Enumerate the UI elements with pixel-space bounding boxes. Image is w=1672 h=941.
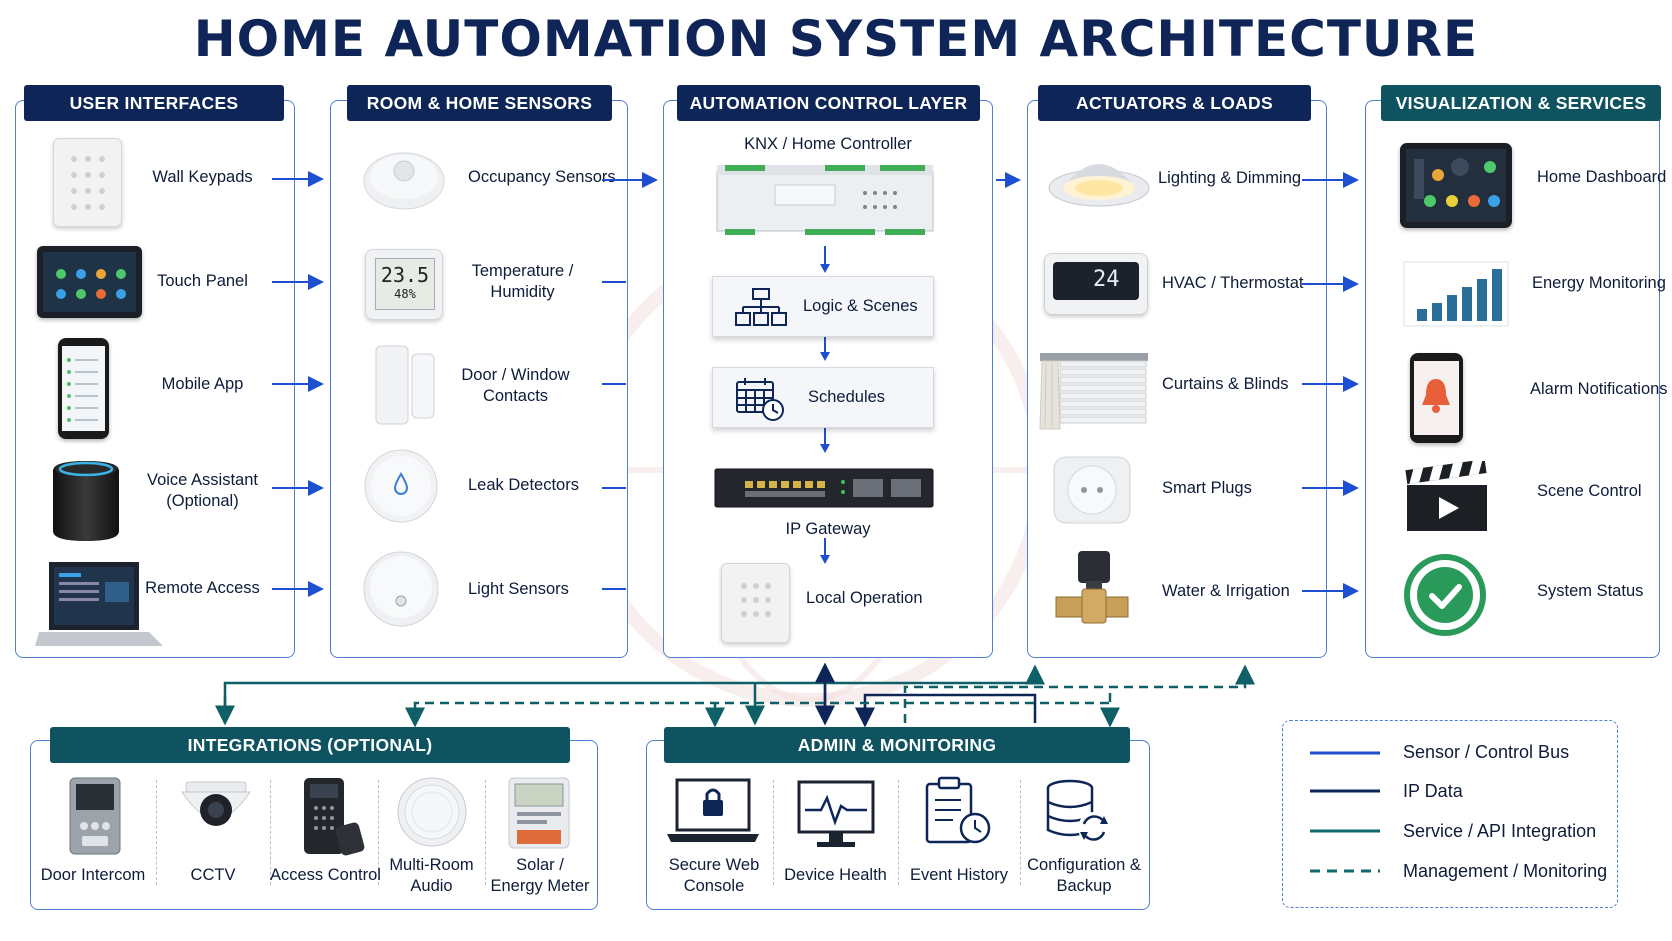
clipboard-clock-icon — [925, 776, 991, 844]
integrations-divider — [485, 780, 486, 885]
local-operation-label: Local Operation — [806, 589, 923, 607]
bottom-connector-lines — [215, 662, 1255, 728]
door-contact-icon — [375, 345, 435, 425]
service-item-label-energy: Energy Monitoring — [1532, 274, 1666, 292]
ceiling-speaker-icon — [397, 777, 467, 847]
touch-panel-icon — [37, 246, 142, 318]
ip-gateway-label: IP Gateway — [785, 520, 871, 538]
check-circle-icon — [1404, 554, 1486, 636]
schedules-label: Schedules — [808, 388, 886, 406]
sensor-item-label-light: Light Sensors — [468, 580, 569, 598]
actuator-item-label-hvac: HVAC / Thermostat — [1162, 274, 1304, 292]
admin-divider — [773, 780, 774, 885]
sensor-item-label-door-window: Door / Window Contacts — [461, 366, 570, 405]
service-item-label-scene: Scene Control — [1537, 482, 1642, 500]
integration-item-label-access: Access Control — [270, 866, 381, 884]
control-flow-arrows — [820, 246, 830, 564]
tablet-dashboard-icon — [1400, 143, 1512, 228]
user-interfaces-header: USER INTERFACES — [24, 85, 284, 121]
bar-chart-icon — [1403, 261, 1509, 327]
network-switch-icon — [714, 468, 934, 508]
thermostat-icon: 24 — [1044, 253, 1148, 315]
legend-label-service-api: Service / API Integration — [1403, 821, 1597, 841]
actuators-header: ACTUATORS & LOADS — [1038, 85, 1311, 121]
legend-label-control-bus: Sensor / Control Bus — [1403, 742, 1570, 762]
admin-item-label-web-console: Secure Web Console — [668, 856, 760, 895]
thermometer-display-icon: 23.5 48% — [365, 249, 443, 320]
legend-label-ip-data: IP Data — [1403, 781, 1463, 801]
admin-divider — [898, 780, 899, 885]
controller-label: KNX / Home Controller — [744, 135, 912, 153]
leak-detector-icon — [364, 449, 438, 523]
admin-item-label-event-history: Event History — [909, 866, 1009, 884]
actuator-item-label-smart-plugs: Smart Plugs — [1162, 479, 1252, 497]
admin-divider — [1020, 780, 1021, 885]
integrations-header: INTEGRATIONS (OPTIONAL) — [50, 727, 570, 763]
legend: Sensor / Control Bus IP Data Service / A… — [1282, 720, 1618, 908]
light-sensor-icon — [363, 551, 439, 627]
calendar-clock-icon — [736, 378, 784, 421]
sensor-item-label-occupancy: Occupancy Sensors — [468, 168, 616, 186]
laptop-lock-icon — [667, 778, 759, 842]
monitor-pulse-icon — [797, 780, 875, 847]
admin-item-label-config-backup: Configuration & Backup — [1027, 856, 1141, 895]
energy-meter-icon — [508, 777, 570, 849]
thermostat-readout: 24 — [1093, 267, 1120, 292]
admin-monitoring-header: ADMIN & MONITORING — [664, 727, 1130, 763]
ui-item-label-voice-assistant: Voice Assistant (Optional) — [147, 471, 258, 510]
humidity-readout: 48% — [394, 287, 416, 301]
service-item-label-alarm: Alarm Notifications — [1530, 380, 1668, 398]
flowchart-icon — [735, 288, 787, 326]
services-header: VISUALIZATION & SERVICES — [1381, 85, 1661, 121]
service-item-label-status: System Status — [1537, 582, 1644, 600]
integration-item-label-energy-meter: Solar / Energy Meter — [490, 856, 590, 895]
integration-item-label-cctv: CCTV — [190, 866, 236, 884]
database-sync-icon — [1046, 779, 1110, 844]
intercom-icon — [69, 777, 121, 855]
actuator-item-label-lighting: Lighting & Dimming — [1158, 169, 1302, 187]
control-layer-header: AUTOMATION CONTROL LAYER — [677, 85, 980, 121]
page-title: HOME AUTOMATION SYSTEM ARCHITECTURE — [193, 10, 1479, 68]
actuator-item-label-water: Water & Irrigation — [1162, 582, 1290, 600]
smart-plug-icon — [1053, 456, 1131, 524]
integrations-divider — [378, 780, 379, 885]
integrations-divider — [156, 780, 157, 885]
legend-swatches — [1310, 751, 1380, 873]
laptop-icon — [35, 558, 165, 650]
bell-phone-icon — [1410, 353, 1463, 443]
ui-item-label-mobile-app: Mobile App — [161, 375, 244, 393]
blinds-icon — [1039, 353, 1148, 430]
occupancy-sensor-icon — [363, 152, 445, 210]
integrations-divider — [270, 780, 271, 885]
integration-item-label-audio: Multi-Room Audio — [389, 856, 474, 895]
schedules-box: Schedules — [712, 367, 934, 428]
keypad-icon — [53, 138, 122, 227]
service-item-label-dashboard: Home Dashboard — [1537, 168, 1667, 186]
logic-scenes-box: Logic & Scenes — [712, 276, 934, 337]
ui-item-label-wall-keypads: Wall Keypads — [152, 168, 253, 186]
actuator-item-label-curtains: Curtains & Blinds — [1162, 375, 1289, 393]
admin-item-label-device-health: Device Health — [784, 866, 887, 884]
ui-item-label-remote-access: Remote Access — [145, 579, 260, 597]
local-keypad-icon — [721, 563, 790, 643]
ui-item-label-touch-panel: Touch Panel — [157, 272, 248, 290]
access-reader-icon — [304, 778, 365, 856]
logic-scenes-label: Logic & Scenes — [803, 297, 918, 315]
integration-item-label-intercom: Door Intercom — [40, 866, 146, 884]
cctv-dome-icon — [181, 781, 251, 826]
sensor-item-label-leak: Leak Detectors — [468, 476, 579, 494]
sensor-item-label-temperature: Temperature / Humidity — [471, 262, 574, 301]
downlight-icon — [1048, 164, 1150, 207]
knx-controller-icon — [716, 165, 934, 235]
sensors-header: ROOM & HOME SENSORS — [347, 85, 612, 121]
legend-label-management: Management / Monitoring — [1403, 861, 1608, 881]
smart-speaker-icon — [51, 457, 121, 543]
clapperboard-icon — [1405, 461, 1487, 531]
column-flow-arrows — [272, 171, 1359, 599]
smartphone-icon — [58, 338, 109, 439]
valve-icon — [1055, 551, 1129, 624]
temperature-readout: 23.5 — [380, 263, 430, 287]
